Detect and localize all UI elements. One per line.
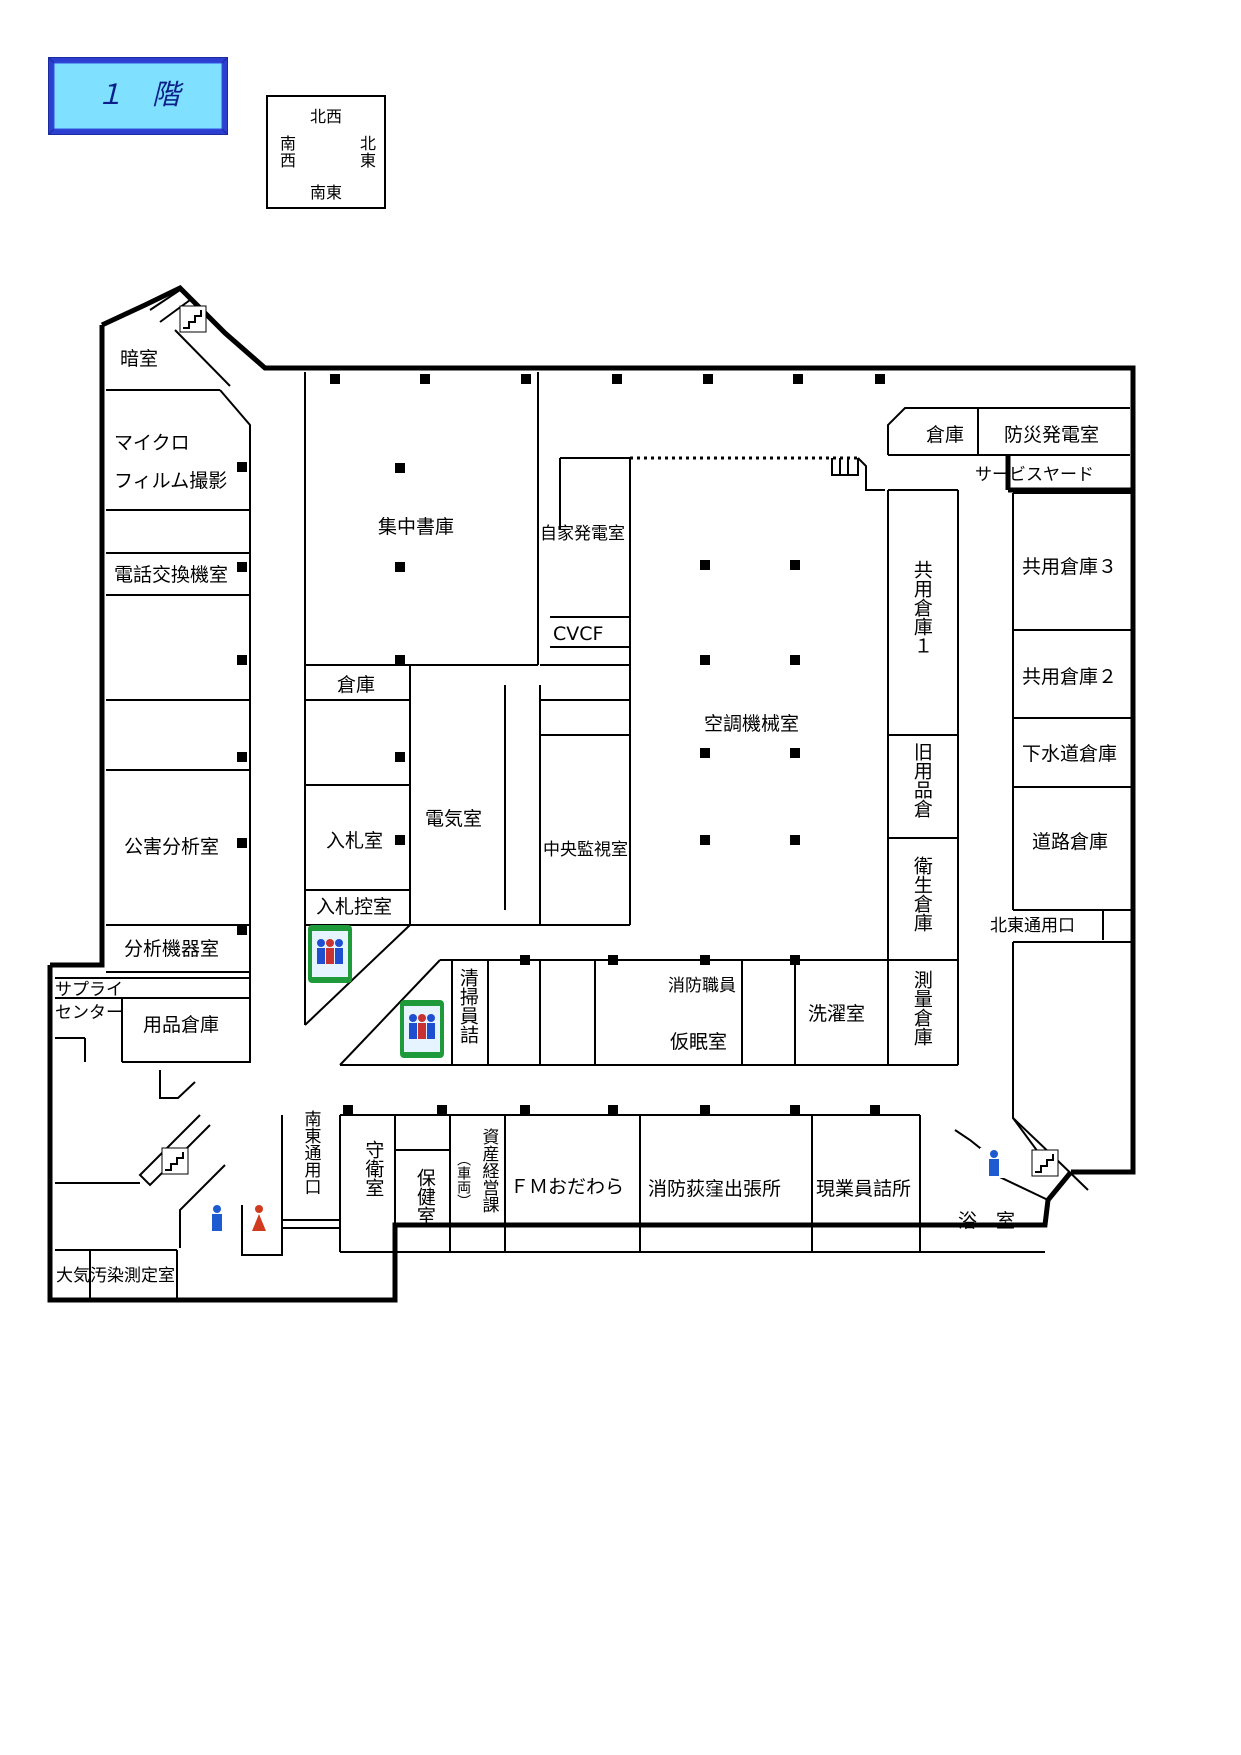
compass-south-west: 南西: [277, 135, 296, 169]
stairs-icon: [161, 1147, 189, 1175]
room-fire-branch: 消防荻窪出張所: [648, 1178, 782, 1200]
room-sewer-storage: 下水道倉庫: [1022, 743, 1118, 765]
floor-title: １ 階: [95, 78, 180, 111]
room-road-storage: 道路倉庫: [1032, 831, 1109, 853]
room-storage-ne: 倉庫: [926, 424, 965, 446]
room-bid: 入札室: [326, 830, 384, 852]
room-cleaning-staff: 清掃員詰: [456, 968, 479, 1044]
room-microfilm-line1: マイクロ: [114, 432, 190, 454]
structural-pillars: [237, 374, 885, 1115]
mens-restroom-icon: [203, 1203, 231, 1233]
room-assets-line1: 資産経営課: [478, 1128, 499, 1213]
floor-badge-frame: [47, 56, 229, 136]
room-fm-odawara: ＦＭおだわら: [510, 1176, 625, 1198]
room-sanitation-storage: 衛生倉庫: [910, 856, 933, 932]
room-supply-center-line2: センター: [55, 1003, 123, 1023]
room-air-pollution: 大気汚染測定室: [56, 1266, 175, 1286]
room-disaster-generator: 防災発電室: [1004, 424, 1100, 446]
room-fire-staff-line2: 仮眠室: [670, 1031, 728, 1053]
room-shared-storage-3: 共用倉庫３: [1022, 556, 1118, 578]
room-fire-staff-line1: 消防職員: [668, 976, 736, 996]
southeast-entrance-label: 南東通用口: [300, 1110, 321, 1195]
room-electrical: 電気室: [425, 808, 483, 830]
room-laundry: 洗濯室: [808, 1003, 866, 1025]
womens-restroom-icon: [245, 1203, 273, 1233]
room-bid-waiting: 入札控室: [316, 896, 393, 918]
elevator-icon: [400, 1000, 444, 1058]
compass-key: 北西 南西 北東 南東: [266, 95, 386, 209]
stairs-icon: [179, 305, 207, 333]
room-analysis-equipment: 分析機器室: [124, 938, 220, 960]
room-phone-exchange: 電話交換機室: [114, 564, 229, 586]
room-shared-storage-1: 共用倉庫１: [910, 560, 933, 655]
outer-walls: [47, 284, 1136, 1303]
compass-north-east: 北東: [357, 135, 376, 169]
dotted-boundaries: [180, 456, 858, 1303]
mens-restroom-icon: [980, 1148, 1008, 1178]
room-guard: 守衛室: [362, 1140, 385, 1197]
room-generator: 自家発電室: [540, 524, 625, 544]
interior-walls: [55, 288, 1133, 1298]
room-microfilm-line2: フィルム撮影: [114, 470, 228, 492]
room-field-staff: 現業員詰所: [816, 1178, 912, 1200]
room-pollution-analysis: 公害分析室: [124, 836, 220, 858]
stairs-icon: [1031, 1149, 1059, 1177]
compass-south-east: 南東: [310, 183, 343, 202]
elevator-icon: [308, 925, 352, 983]
floor-badge: １ 階: [47, 56, 229, 136]
room-bath: 浴 室: [958, 1210, 1016, 1232]
room-supply-center-line1: サプライ: [55, 980, 123, 1000]
room-supplies-storage: 用品倉庫: [143, 1014, 220, 1036]
northeast-entrance-label: 北東通用口: [990, 916, 1075, 936]
area-service-yard: サービスヤード: [975, 465, 1094, 485]
room-assets-line2: （車両）: [455, 1152, 472, 1208]
room-old-supplies: 旧用品倉: [910, 742, 933, 818]
room-storage-small: 倉庫: [337, 674, 376, 696]
room-health: 保健室: [413, 1168, 436, 1225]
compass-north-west: 北西: [310, 107, 343, 126]
room-hvac: 空調機械室: [704, 713, 800, 735]
room-survey-storage: 測量倉庫: [910, 970, 933, 1046]
room-darkroom: 暗室: [120, 348, 159, 370]
room-central-archive: 集中書庫: [378, 516, 455, 538]
room-cvcf: CVCF: [553, 623, 604, 645]
room-shared-storage-2: 共用倉庫２: [1022, 666, 1118, 688]
room-central-monitor: 中央監視室: [543, 840, 628, 860]
